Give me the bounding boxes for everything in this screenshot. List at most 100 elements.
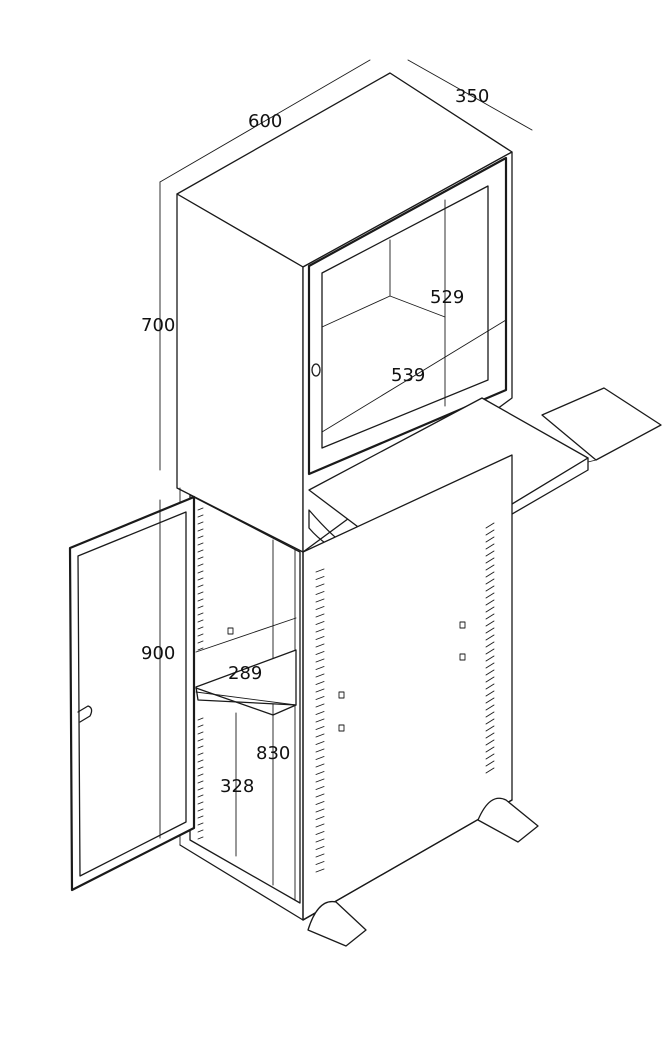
vent-slot: [197, 626, 204, 630]
vent-slot: [197, 549, 204, 553]
vent-slot: [197, 794, 204, 798]
vent-slot: [315, 786, 325, 790]
vent-slot: [315, 583, 325, 588]
vent-slot: [315, 711, 325, 715]
vent-slot: [197, 528, 204, 532]
vent-slot: [197, 640, 204, 644]
vent-slot: [197, 822, 204, 826]
vent-slot: [485, 690, 495, 697]
mount-hole: [459, 653, 466, 661]
vent-slot: [485, 571, 495, 578]
vent-slot: [485, 753, 495, 760]
vent-slot: [485, 704, 495, 711]
dim-label-shelf-depth: 289: [228, 663, 262, 684]
vent-slot: [197, 829, 204, 833]
vent-slot: [197, 619, 204, 623]
vent-slot: [197, 591, 204, 595]
vent-slot: [197, 780, 204, 784]
vent-slot: [315, 643, 325, 648]
dim-label-depth: 350: [455, 86, 489, 107]
vent-slot: [485, 648, 495, 655]
mouse-tray-edge: [587, 459, 597, 463]
door-lock-icon[interactable]: [311, 363, 321, 377]
vent-slot: [197, 724, 204, 728]
vent-slot: [315, 673, 325, 678]
door-inner-panel: [77, 511, 187, 877]
dim-label-window-height: 529: [430, 287, 464, 308]
vent-slot: [315, 688, 325, 693]
vent-slot: [485, 767, 495, 774]
dimension-lines: [159, 59, 533, 839]
depth-dimension-line: [407, 59, 533, 131]
vent-slot: [315, 658, 325, 663]
lower-inner-line: [195, 617, 297, 653]
dim-label-inner-width: 328: [220, 776, 254, 797]
vent-slot: [485, 669, 495, 676]
vent-slot: [485, 662, 495, 669]
vent-slot: [315, 816, 325, 820]
vent-slot: [315, 568, 325, 573]
upper-cabinet: [176, 72, 513, 553]
foot-rear: [477, 797, 539, 843]
vent-slot: [485, 725, 495, 732]
upper-cabinet-back-edge: [389, 72, 513, 153]
shelf-front-edge: [195, 687, 297, 716]
vent-slot: [315, 846, 325, 850]
vent-slot: [315, 696, 325, 700]
vent-slot: [197, 808, 204, 812]
vent-slot: [197, 612, 204, 616]
vent-slot: [197, 570, 204, 574]
vent-slot: [315, 628, 325, 633]
vent-slot: [315, 733, 325, 738]
vent-slot: [197, 605, 204, 609]
vent-slot: [315, 681, 325, 685]
vent-slot: [197, 584, 204, 588]
lower-cabinet: [179, 454, 513, 921]
vent-slot: [315, 763, 325, 768]
vent-slot: [485, 564, 495, 571]
vent-slot: [197, 521, 204, 525]
vent-slot: [315, 598, 325, 603]
vent-slot: [197, 752, 204, 756]
mount-hole: [227, 627, 234, 635]
vent-slot: [485, 585, 495, 592]
vent-slot: [197, 542, 204, 546]
vent-slot: [485, 739, 495, 746]
vent-slot: [315, 868, 325, 873]
vent-slot: [315, 703, 325, 708]
mount-hole: [338, 724, 345, 732]
vent-slot: [197, 738, 204, 742]
vent-slot: [485, 683, 495, 690]
vent-slot: [485, 557, 495, 564]
vent-slot: [485, 529, 495, 536]
vent-slot: [315, 666, 325, 670]
lower-cabinet-bottom-edge: [179, 799, 513, 921]
vent-slot: [315, 606, 325, 610]
vent-slot: [315, 756, 325, 760]
vent-slot: [485, 655, 495, 662]
vent-slot: [197, 507, 204, 511]
lower-cabinet-door[interactable]: [68, 495, 196, 892]
cabinet-feet: [307, 797, 539, 947]
vent-slot: [315, 861, 325, 865]
vent-slot: [315, 793, 325, 798]
vent-slot: [315, 636, 325, 640]
door-handle-icon[interactable]: [77, 705, 93, 723]
vent-slot: [485, 732, 495, 739]
vent-slot: [197, 773, 204, 777]
glass-door-panel: [321, 185, 489, 449]
vent-slot: [315, 741, 325, 745]
ventilation-slots: [197, 507, 495, 873]
vent-slot: [197, 745, 204, 749]
mouse-extension-tray[interactable]: [541, 387, 662, 461]
vent-slot: [197, 535, 204, 539]
vent-slot: [485, 718, 495, 725]
vent-slot: [197, 598, 204, 602]
vent-slot: [197, 815, 204, 819]
vent-slot: [197, 766, 204, 770]
vent-slot: [315, 853, 325, 858]
dim-label-upper-height: 700: [141, 315, 175, 336]
vent-slot: [197, 836, 204, 840]
vent-slot: [197, 633, 204, 637]
